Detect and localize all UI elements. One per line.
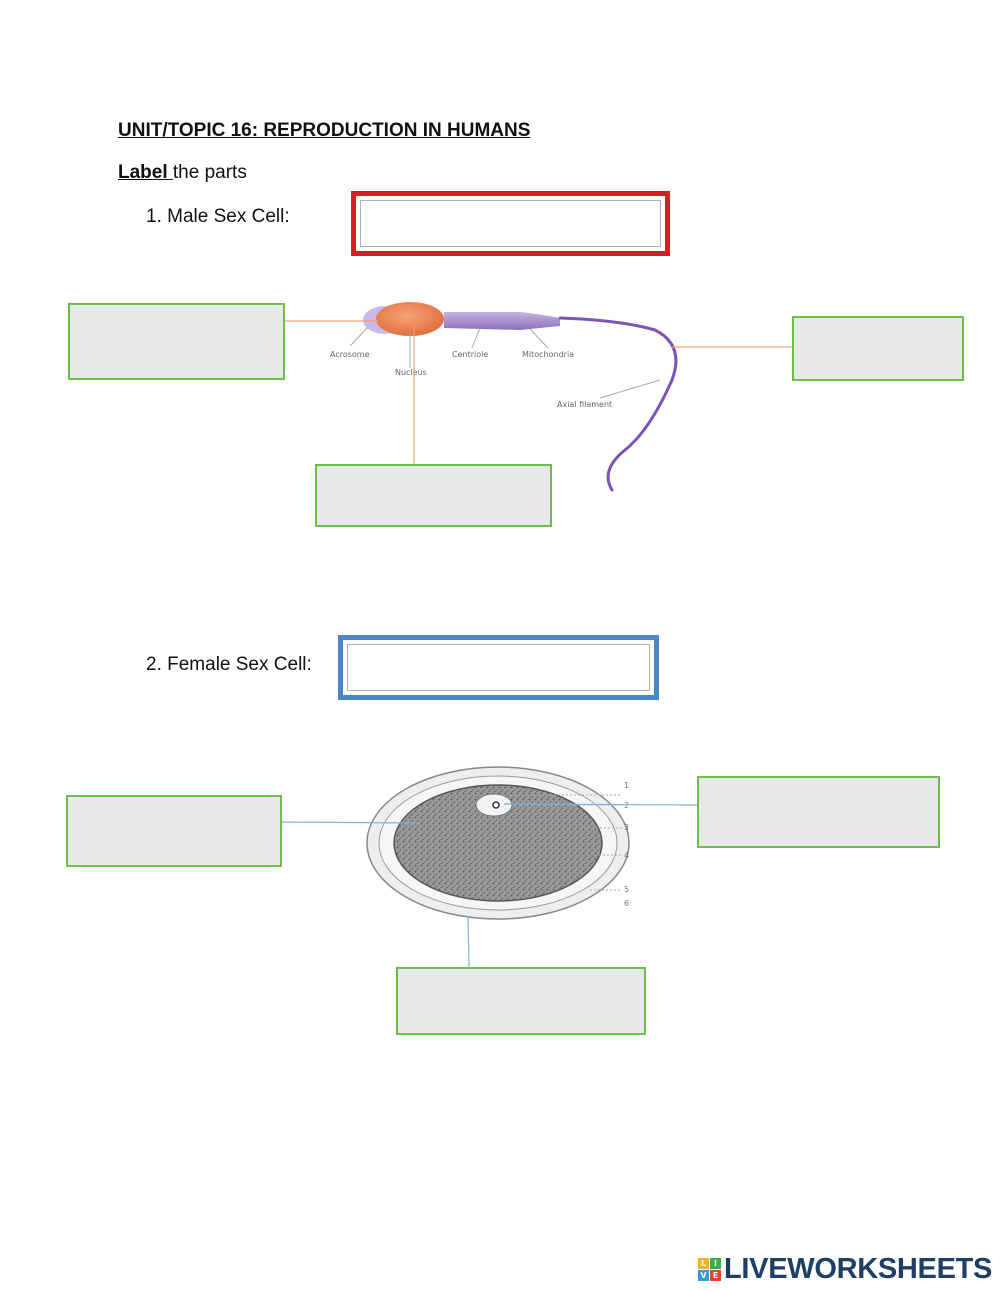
ovum-label-input-cytoplasm[interactable] [66, 795, 282, 867]
ovum-tick-6: 6 [624, 899, 629, 908]
instruction-rest: the parts [172, 162, 247, 183]
sperm-head-shape [376, 302, 444, 336]
ovum-tick-2: 2 [624, 801, 629, 810]
logo-block-i: I [710, 1257, 721, 1269]
liveworksheets-logo[interactable]: L I V E LIVEWORKSHEETS [698, 1253, 992, 1285]
logo-text: LIVEWORKSHEETS [724, 1252, 993, 1285]
sperm-midpiece-shape [444, 312, 560, 330]
leader-line [503, 803, 699, 806]
instruction: Label the parts [118, 162, 247, 184]
ovum-cytoplasm-shape [393, 784, 603, 902]
ovum-tick-5: 5 [624, 885, 629, 894]
page-title: UNIT/TOPIC 16: REPRODUCTION IN HUMANS [118, 120, 531, 141]
female-sex-cell-answer-input[interactable] [338, 635, 659, 700]
ovum-nucleolus-shape [492, 801, 500, 809]
question-female-sex-cell: 2. Female Sex Cell: [146, 654, 312, 675]
logo-block-e: E [710, 1269, 721, 1281]
sperm-label-axial-filament: Axial filament [557, 400, 612, 409]
sperm-label-input-acrosome[interactable] [68, 303, 285, 380]
sperm-label-nucleus: Nucleus [395, 368, 427, 377]
logo-blocks-icon: L I V E [698, 1257, 721, 1281]
sperm-label-centriole: Centriole [452, 350, 488, 359]
logo-block-l: L [698, 1257, 709, 1269]
leader-line [467, 915, 470, 969]
sperm-illustration: Acrosome Nucleus Centriole Mitochondria … [284, 302, 793, 492]
ovum-illustration: 1 2 3 4 5 6 [279, 766, 699, 969]
sperm-tail-shape [558, 316, 678, 492]
question-male-sex-cell: 1. Male Sex Cell: [146, 206, 290, 227]
sperm-label-mitochondria: Mitochondria [522, 350, 574, 359]
ovum-tick-4: 4 [624, 851, 629, 860]
instruction-bold: Label [118, 162, 173, 183]
logo-block-v: V [698, 1269, 709, 1281]
ovum-label-input-nucleus[interactable] [697, 776, 940, 848]
sperm-label-acrosome: Acrosome [330, 350, 370, 359]
sperm-label-input-nucleus[interactable] [315, 464, 552, 527]
ovum-tick-1: 1 [624, 781, 629, 790]
male-sex-cell-answer-input[interactable] [351, 191, 670, 256]
leader-line [279, 821, 421, 824]
sperm-label-input-tail[interactable] [792, 316, 964, 381]
ovum-label-input-membrane[interactable] [396, 967, 646, 1035]
ovum-tick-3: 3 [624, 823, 629, 832]
